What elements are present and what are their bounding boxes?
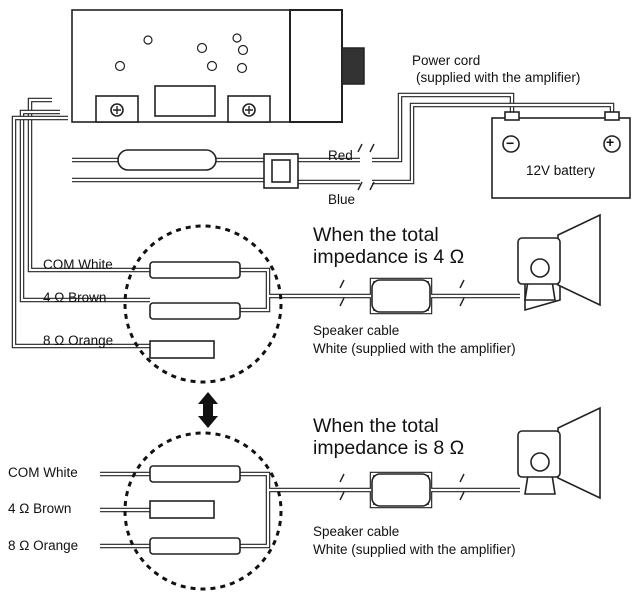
amplifier-screw-left (95, 95, 139, 123)
total-impedance-8-value: impedance is 8 Ω (313, 437, 465, 459)
bottom-speaker-cable-supplied-label: White (supplied with the amplifier) (313, 542, 516, 557)
battery-minus-sign: − (506, 135, 515, 151)
amplifier-screw-right (227, 95, 271, 123)
bottom-speaker-cable-label: Speaker cable (313, 524, 400, 539)
battery-minus-terminal (502, 135, 520, 153)
amplifier-knob (341, 47, 365, 85)
amplifier-jacks (114, 33, 249, 74)
bottom-dashed-circle (123, 431, 283, 591)
total-impedance-4-heading: When the total (313, 224, 439, 246)
top-speaker-cable-label: Speaker cable (313, 323, 400, 338)
top-plugs (149, 261, 241, 359)
power-cord-supplied-label: (supplied with the amplifier) (416, 70, 581, 85)
fuse-holder (117, 149, 217, 171)
total-impedance-8-heading: When the total (313, 415, 439, 437)
top-speaker-wires (11, 97, 520, 349)
top-4ohm-brown-label: 4 Ω Brown (43, 290, 107, 305)
amplifier-unit (71, 9, 365, 123)
bottom-4ohm-brown-label: 4 Ω Brown (8, 501, 72, 516)
double-arrow (198, 392, 218, 428)
power-connector (263, 153, 299, 189)
bottom-speaker-horn (517, 406, 601, 500)
top-speaker-horn (517, 213, 601, 312)
red-wire-label: Red (328, 148, 353, 163)
blue-wire-label: Blue (328, 192, 356, 207)
total-impedance-4-value: impedance is 4 Ω (313, 246, 465, 268)
battery-label: 12V battery (526, 163, 596, 178)
bottom-cable-connector (371, 473, 431, 507)
power-cord-wires (72, 92, 615, 191)
bottom-com-white-label: COM White (8, 465, 78, 480)
top-com-white-label: COM White (43, 257, 113, 272)
top-8ohm-orange-label: 8 Ω Orange (43, 333, 114, 348)
battery-plus-terminal (603, 135, 621, 153)
top-speaker-cable-supplied-label: White (supplied with the amplifier) (313, 341, 516, 356)
top-cable-connector (371, 279, 431, 313)
bottom-8ohm-orange-label: 8 Ω Orange (8, 538, 79, 553)
battery-plus-sign: + (606, 134, 615, 150)
power-cord-label: Power cord (412, 53, 481, 68)
battery (491, 111, 631, 199)
bottom-plugs (149, 465, 241, 555)
top-dashed-circle (123, 224, 283, 384)
